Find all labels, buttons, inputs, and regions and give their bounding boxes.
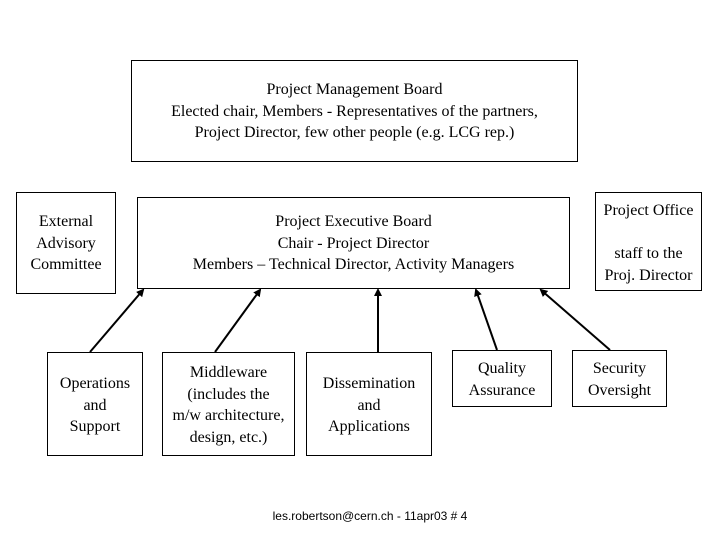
project-office-title: Project Office (603, 202, 694, 219)
advisory-line-2: Advisory (36, 234, 96, 252)
quality-assurance-box (452, 350, 552, 407)
pmb-members: Elected chair, Members - Representatives… (171, 102, 538, 120)
external-advisory-committee-text: External Advisory Committee (16, 211, 116, 276)
middleware-line-1: Middleware (189, 364, 268, 381)
security-line-2: Oversight (587, 381, 652, 399)
pmb-title: Project Management Board (266, 81, 443, 98)
project-management-board-text: Project Management Board Elected chair, … (131, 79, 578, 144)
office-desc-line-2: Proj. Director (604, 266, 693, 284)
operations-support-text: Operations and Support (47, 373, 143, 438)
arrow-security-to-peb (539, 288, 611, 351)
advisory-line-1: External (38, 213, 94, 230)
dissemination-line-1: Dissemination (322, 375, 416, 392)
security-line-1: Security (592, 360, 647, 377)
project-management-board-box (131, 60, 578, 162)
pmb-others: Project Director, few other people (e.g.… (194, 124, 515, 141)
middleware-line-4: design, etc.) (189, 428, 268, 446)
security-oversight-text: Security Oversight (572, 358, 667, 401)
project-office-desc: staff to the Proj. Director (595, 243, 702, 286)
arrow-quality-to-peb (474, 288, 498, 351)
project-executive-board-text: Project Executive Board Chair - Project … (137, 211, 570, 276)
operations-support-box (47, 352, 143, 456)
middleware-line-3: m/w architecture, (172, 407, 285, 424)
peb-members: Members – Technical Director, Activity M… (192, 256, 515, 273)
peb-chair: Chair - Project Director (277, 234, 430, 252)
arrow-operations-to-peb (89, 288, 145, 353)
dissemination-applications-text: Dissemination and Applications (306, 373, 432, 438)
middleware-box (162, 352, 295, 456)
operations-line-1: Operations (59, 375, 131, 392)
footer-credit: les.robertson@cern.ch - 11apr03 # 4 (272, 509, 468, 523)
project-executive-board-box (137, 197, 570, 289)
external-advisory-committee-box (16, 192, 116, 294)
arrow-middleware-to-peb (214, 288, 262, 353)
operations-line-3: Support (69, 418, 121, 435)
project-office-box (595, 192, 702, 291)
operations-line-2: and (83, 396, 107, 414)
quality-assurance-text: Quality Assurance (452, 358, 552, 401)
dissemination-line-2: and (357, 396, 381, 414)
dissemination-line-3: Applications (328, 418, 410, 435)
security-oversight-box (572, 350, 667, 407)
dissemination-applications-box (306, 352, 432, 456)
quality-line-2: Assurance (468, 381, 536, 399)
advisory-line-3: Committee (30, 256, 102, 273)
middleware-text: Middleware (includes the m/w architectur… (162, 362, 295, 448)
quality-line-1: Quality (478, 360, 526, 377)
middleware-line-2: (includes the (187, 385, 270, 403)
peb-title: Project Executive Board (275, 213, 432, 230)
office-desc-line-1: staff to the (614, 245, 683, 262)
